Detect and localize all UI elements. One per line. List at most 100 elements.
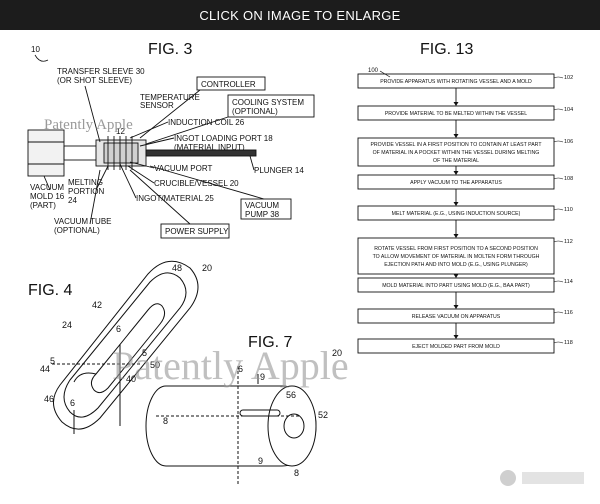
fig3-melting1: MELTING <box>68 178 103 187</box>
fig13-title: FIG. 13 <box>420 41 473 58</box>
fig13-step-ref: 102 <box>564 75 573 81</box>
fig4-r6b: 6 <box>116 324 121 334</box>
fig7-r20: 20 <box>332 348 342 358</box>
fig13-step-text: MELT MATERIAL (E.G., USING INDUCTION SOU… <box>392 211 521 217</box>
fig13-step-text: PROVIDE APPARATUS WITH ROTATING VESSEL A… <box>380 79 532 85</box>
fig3-shot-sleeve: (OR SHOT SLEEVE) <box>57 76 132 85</box>
fig3-melting2: PORTION <box>68 187 105 196</box>
fig3-tube1: VACUUM TUBE <box>54 217 112 226</box>
fig4-r5a: 5 <box>50 356 55 366</box>
patent-image[interactable]: FIG. 3 10 TRANSFER SLEEVE 30 (OR SHOT SL… <box>0 30 600 499</box>
fig13-arrowhead <box>453 202 459 206</box>
fig3-num12: 12 <box>116 127 125 136</box>
fig13-step-text: EJECT MOLDED PART FROM MOLD <box>412 344 500 350</box>
fig3-power: POWER SUPPLY <box>165 227 229 236</box>
fig3-ingot-port1: INGOT LOADING PORT 18 <box>174 134 273 143</box>
fig3-pump-box <box>240 198 292 220</box>
fig3-ingot: INGOT/MATERIAL 25 <box>136 194 214 203</box>
fig13-step-ref-leader <box>553 140 564 143</box>
fig13-arrowhead <box>453 234 459 238</box>
fig3-title: FIG. 3 <box>148 41 193 58</box>
fig7-cylinder <box>145 366 317 484</box>
fig3-ref: 10 <box>31 45 40 54</box>
fig3-controller-box <box>196 76 266 91</box>
fig3-temp: TEMPERATURE <box>140 93 200 102</box>
fig13-arrowhead <box>453 102 459 106</box>
fig4-diagram: FIG. 4 20 48 42 24 44 5 5 40 46 6 6 50 <box>28 260 212 434</box>
fig13-step-text: ROTATE VESSEL FROM FIRST POSITION TO A S… <box>374 246 538 252</box>
fig4-r44: 44 <box>40 364 50 374</box>
fig4-r48: 48 <box>172 263 182 273</box>
fig13-step-ref: 106 <box>564 139 573 145</box>
fig13-step-ref: 112 <box>564 239 573 245</box>
fig7-r52: 52 <box>318 410 328 420</box>
fig7-r56: 56 <box>286 390 296 400</box>
fig4-r50: 50 <box>150 360 160 370</box>
fig3-transfer-sleeve: TRANSFER SLEEVE 30 <box>57 67 145 76</box>
fig3-sensor: SENSOR <box>140 101 174 110</box>
fig7-r8b: 8 <box>294 468 299 478</box>
fig13-step-ref: 114 <box>564 279 573 285</box>
fig3-mold2: MOLD 16 <box>30 192 65 201</box>
fig13-step-ref-leader <box>553 177 564 180</box>
fig13-arrowhead <box>453 134 459 138</box>
fig13-ref: 100 <box>368 68 379 74</box>
click-to-enlarge-banner[interactable]: CLICK ON IMAGE TO ENLARGE <box>0 0 600 30</box>
fig7-r9a: 9 <box>260 372 265 382</box>
fig13-step-text: APPLY VACUUM TO THE APPARATUS <box>410 180 502 186</box>
fig3-mold1: VACUUM <box>30 183 64 192</box>
fig3-pump1: VACUUM <box>245 201 279 210</box>
fig13-step-text: MOLD MATERIAL INTO PART USING MOLD (E.G.… <box>382 283 530 289</box>
fig13-step-ref: 118 <box>564 340 573 346</box>
fig4-r5b: 5 <box>142 348 147 358</box>
watermark-large: Patently Apple <box>112 343 349 388</box>
fig13-step-ref-leader <box>553 108 564 111</box>
fig3-melting3: 24 <box>68 196 77 205</box>
watermark-small: Patently Apple <box>44 117 133 133</box>
fig13-arrowhead <box>453 335 459 339</box>
fig13-step-ref-leader <box>553 311 564 314</box>
fig7-r6: 6 <box>238 364 243 374</box>
fig13-arrowhead <box>453 171 459 175</box>
fig3-cooling1: COOLING SYSTEM <box>232 98 304 107</box>
fig13-step-text: PROVIDE VESSEL IN A FIRST POSITION TO CO… <box>370 142 542 148</box>
fig13-step-ref: 104 <box>564 107 573 113</box>
fig13-arrowhead <box>453 305 459 309</box>
fig4-r6a: 6 <box>70 398 75 408</box>
fig3-tube2: (OPTIONAL) <box>54 226 100 235</box>
fig3-power-box <box>160 223 230 239</box>
fig3-diagram: FIG. 3 10 TRANSFER SLEEVE 30 (OR SHOT SL… <box>27 41 315 239</box>
fig13-step-ref: 116 <box>564 310 573 316</box>
fig13-step-box <box>357 338 555 354</box>
fig3-controller: CONTROLLER <box>201 80 256 89</box>
fig3-ingot-port2: (MATERIAL INPUT) <box>174 143 245 152</box>
fig13-step-ref: 108 <box>564 176 573 182</box>
fig13-step-text: OF MATERIAL IN A POCKET WITHIN THE VESSE… <box>373 150 540 156</box>
fig4-title: FIG. 4 <box>28 282 73 299</box>
fig4-r46: 46 <box>44 394 54 404</box>
fig3-pump2: PUMP 38 <box>245 210 280 219</box>
fig3-vacuum-port: VACUUM PORT <box>154 164 212 173</box>
fig7-r8a: 8 <box>163 416 168 426</box>
fig4-r24: 24 <box>62 320 72 330</box>
fig13-flowchart: FIG. 13 100 PROVIDE APPARATUS WITH ROTAT… <box>357 41 573 354</box>
fig3-plunger: PLUNGER 14 <box>254 166 304 175</box>
fig3-mold3: (PART) <box>30 201 56 210</box>
banner-label: CLICK ON IMAGE TO ENLARGE <box>199 7 401 23</box>
fig3-ref-leader <box>34 54 49 62</box>
fig3-induction: INDUCTION COIL 26 <box>168 118 245 127</box>
fig13-step-ref-leader <box>553 280 564 283</box>
fig13-arrowhead <box>453 274 459 278</box>
fig7-diagram: FIG. 7 20 6 9 9 56 52 8 8 <box>145 334 342 484</box>
fig13-step-ref-leader <box>553 341 564 344</box>
fig13-step-ref-leader <box>553 240 564 243</box>
fig3-cooling-box <box>227 94 315 118</box>
fig13-step-text: PROVIDE MATERIAL TO BE MELTED WITHIN THE… <box>385 111 527 117</box>
fig13-step-text: TO ALLOW MOVEMENT OF MATERIAL IN MOLTEN … <box>373 254 540 260</box>
fig13-step-text: EJECTION PATH AND INTO MOLD (E.G., USING… <box>384 262 528 268</box>
fig7-r9b: 9 <box>258 456 263 466</box>
fig3-cooling2: (OPTIONAL) <box>232 107 278 116</box>
fig3-crucible: CRUCIBLE/VESSEL 20 <box>154 179 239 188</box>
fig13-step-ref-leader <box>553 208 564 211</box>
fig4-r40: 40 <box>126 374 136 384</box>
